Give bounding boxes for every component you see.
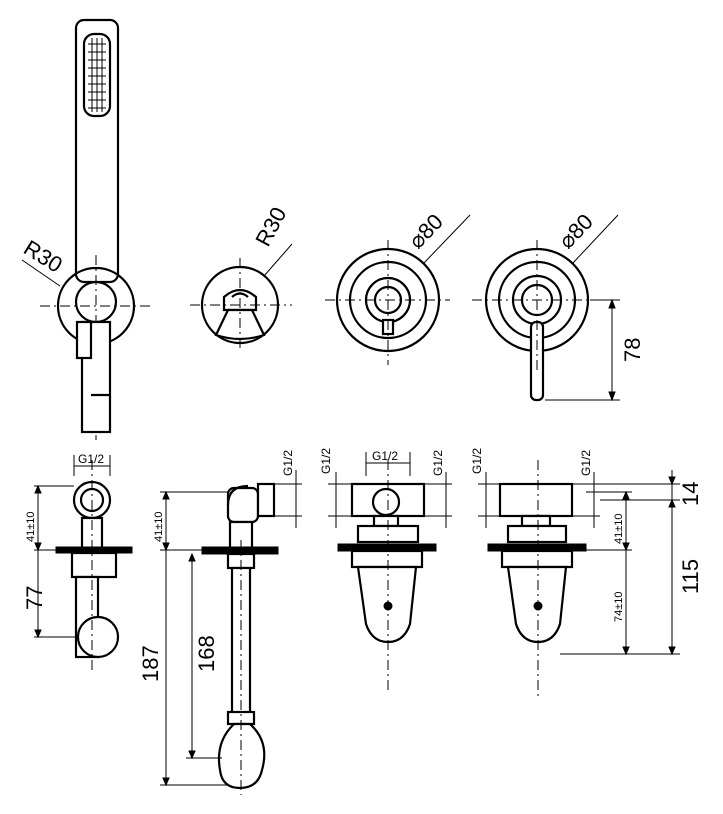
g12-label-d: G1/2 <box>319 448 333 474</box>
dim-77-label: 77 <box>22 586 47 610</box>
dim-115-label: 115 <box>678 559 703 594</box>
dim-41-label-a: 41±10 <box>25 511 37 542</box>
r30-label-handshower: R30 <box>19 235 66 278</box>
hand-shower-view: R30 <box>19 18 150 440</box>
r30-label-outlet: R30 <box>250 203 291 250</box>
dim-41-label-b: 41±10 <box>153 511 165 542</box>
diverter-front-view: ⌀80 <box>325 209 471 365</box>
wall-outlet-view: R30 <box>190 203 293 350</box>
spout-side-view: G1/2 41±10 187 168 <box>138 450 302 795</box>
dim-168-label: 168 <box>194 635 219 672</box>
dim-187-label: 187 <box>138 645 163 682</box>
hand-shower-side-view: G1/2 41±10 77 <box>22 452 133 670</box>
shower-nozzle-grid <box>88 38 106 112</box>
dim-14-label: 14 <box>678 482 703 506</box>
g12-label-b: G1/2 <box>281 450 295 476</box>
g12-label-a: G1/2 <box>78 452 104 466</box>
g12-label-c: G1/2 <box>372 449 398 463</box>
g12-label-g: G1/2 <box>579 450 593 476</box>
mixer-side-view: G1/2 G1/2 41±10 74±10 14 115 <box>470 448 703 700</box>
dim-41-label-c: 41±10 <box>613 513 625 544</box>
dim-78-label: 78 <box>620 338 645 362</box>
dia80-label-b: ⌀80 <box>554 209 598 253</box>
dia80-label-a: ⌀80 <box>404 209 448 253</box>
g12-label-e: G1/2 <box>431 450 445 476</box>
diverter-side-view: G1/2 G1/2 G1/2 <box>319 448 452 690</box>
dim-74-label: 74±10 <box>613 591 625 622</box>
mixer-lever-front-view: ⌀80 78 <box>472 209 645 402</box>
g12-label-f: G1/2 <box>470 448 484 474</box>
